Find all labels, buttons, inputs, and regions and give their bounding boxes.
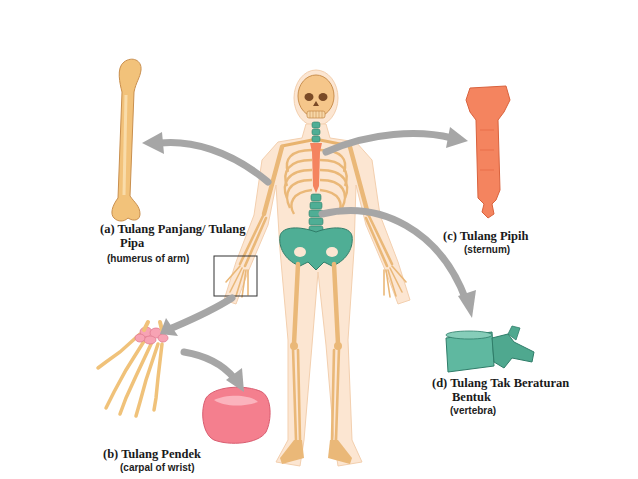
bone-example-label: (sternum) bbox=[464, 244, 510, 256]
bone-type-label: (a) Tulang Panjang/ Tulang Pipa bbox=[100, 222, 260, 250]
bone-example-label: (vertebra) bbox=[450, 405, 496, 417]
bone-example-label: (carpal of wrist) bbox=[120, 462, 194, 474]
bone-type-label: (c) Tulang Pipih bbox=[443, 229, 528, 243]
bone-example-label: (humerus of arm) bbox=[107, 253, 189, 265]
bone-type-label: (b) Tulang Pendek bbox=[103, 447, 201, 461]
bone-type-label: (d) Tulang Tak Beraturan Bentuk bbox=[432, 376, 597, 404]
